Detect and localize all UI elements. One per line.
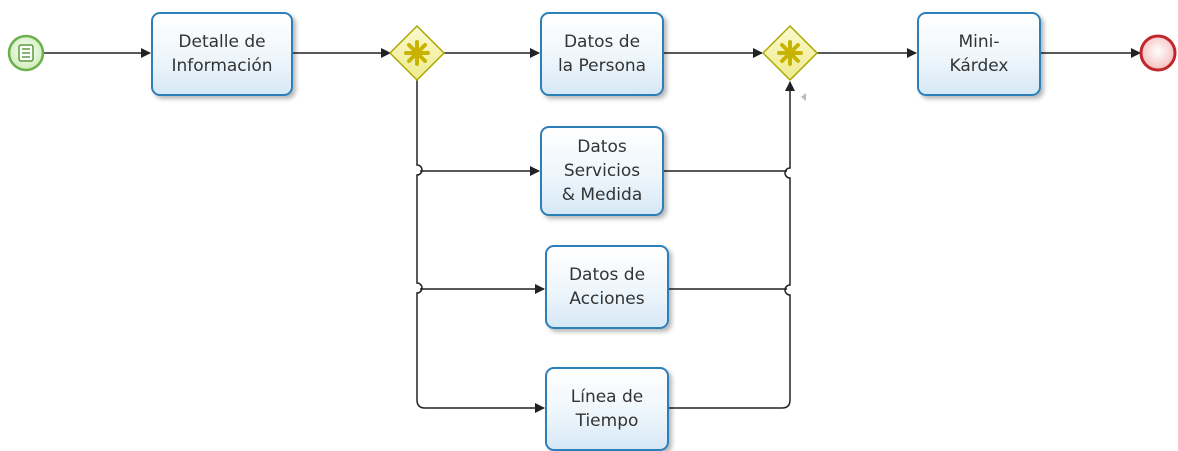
task-label: Detalle de Información	[171, 32, 273, 76]
task-mini-kardex[interactable]: Mini- Kárdex	[917, 12, 1041, 96]
message-list-icon	[18, 44, 34, 62]
flow-split-trunk	[416, 80, 545, 413]
complex-gateway-asterisk-icon	[777, 40, 803, 66]
task-label: Datos Servicios & Medida	[561, 137, 643, 205]
task-detalle-de-informacion[interactable]: Detalle de Información	[151, 12, 293, 96]
flow-linea-to-join	[669, 81, 795, 409]
task-label: Datos de Acciones	[568, 265, 646, 309]
sequence-flows	[44, 48, 1141, 413]
complex-gateway-asterisk-icon	[404, 40, 430, 66]
task-label: Mini- Kárdex	[949, 32, 1009, 76]
end-event	[1139, 34, 1177, 72]
gateway-join	[761, 24, 819, 82]
gateway-split	[388, 24, 446, 82]
join-anchor-marker	[801, 93, 806, 101]
end-circle-icon	[1139, 34, 1177, 72]
task-label: Datos de la Persona	[557, 32, 647, 76]
start-event	[7, 34, 45, 72]
task-datos-de-acciones[interactable]: Datos de Acciones	[545, 245, 669, 329]
task-datos-de-la-persona[interactable]: Datos de la Persona	[540, 12, 664, 96]
task-datos-servicios-medida[interactable]: Datos Servicios & Medida	[540, 126, 664, 216]
task-linea-de-tiempo[interactable]: Línea de Tiempo	[545, 367, 669, 451]
task-label: Línea de Tiempo	[570, 387, 644, 431]
